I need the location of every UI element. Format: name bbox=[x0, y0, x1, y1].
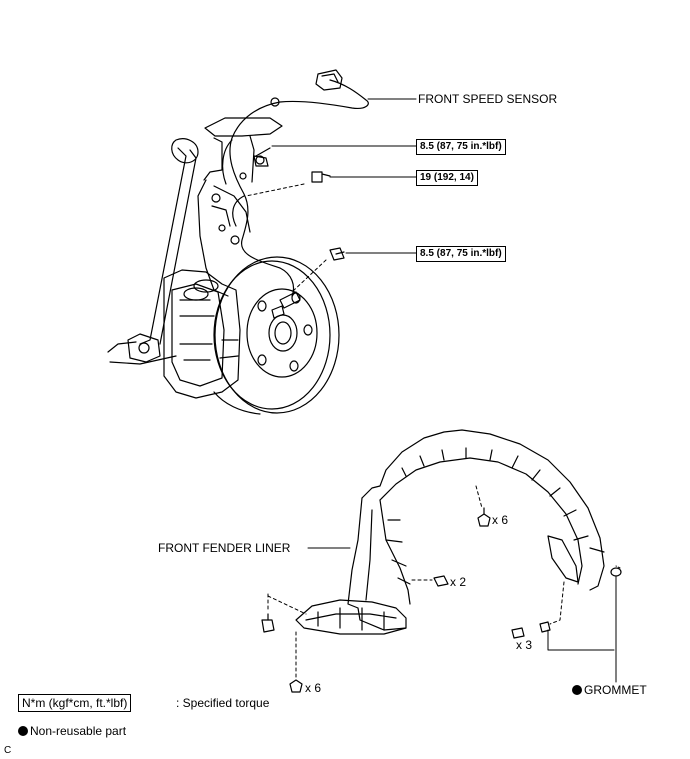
liner-rear-screw-qty: x 3 bbox=[516, 638, 533, 652]
grommet-label: GROMMET bbox=[572, 683, 647, 697]
knuckle-hub-assembly bbox=[107, 69, 369, 415]
front-fender-liner-label: FRONT FENDER LINER bbox=[158, 541, 291, 555]
non-reusable-dot-icon bbox=[18, 726, 28, 736]
sensor-bolts bbox=[253, 155, 345, 261]
front-speed-sensor-label: FRONT SPEED SENSOR bbox=[418, 92, 558, 106]
corner-code: C bbox=[4, 745, 12, 756]
non-reusable-dot-icon bbox=[572, 685, 582, 695]
legend-torque-units: N*m (kgf*cm, ft.*lbf) bbox=[18, 694, 132, 712]
torque-box-bracket-bolt: 8.5 (87, 75 in.*lbf) bbox=[416, 139, 506, 155]
legend-non-reusable: Non-reusable part bbox=[18, 724, 126, 738]
grommet-label-text: GROMMET bbox=[584, 683, 647, 697]
liner-side-bolt-qty: x 2 bbox=[450, 575, 467, 589]
legend-torque-desc: : Specified torque bbox=[176, 696, 270, 710]
torque-box-sensor-bolt: 19 (192, 14) bbox=[416, 170, 478, 186]
fender-liner bbox=[295, 429, 605, 635]
liner-top-clip-qty: x 6 bbox=[492, 513, 509, 527]
legend-non-reusable-text: Non-reusable part bbox=[30, 724, 127, 738]
liner-bottom-clip-qty: x 6 bbox=[305, 681, 322, 695]
torque-box-hub-sensor-bolt: 8.5 (87, 75 in.*lbf) bbox=[416, 246, 506, 262]
liner-fasteners bbox=[261, 507, 622, 693]
leader-lines bbox=[245, 98, 417, 293]
liner-leader-lines bbox=[267, 485, 621, 683]
